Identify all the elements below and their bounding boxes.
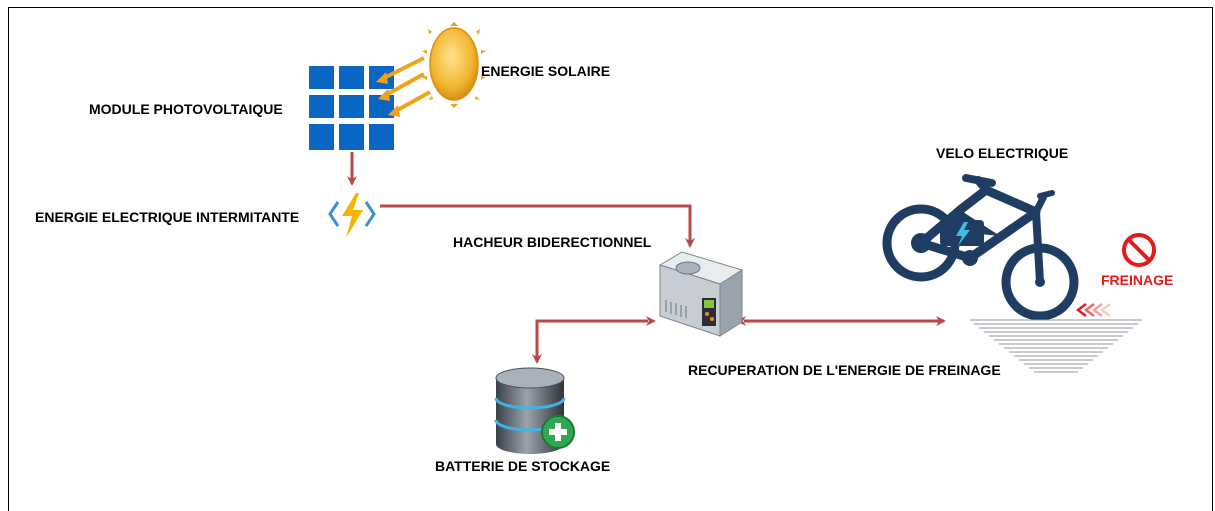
label-recovery: RECUPERATION DE L'ENERGIE DE FREINAGE bbox=[688, 362, 1001, 378]
chopper-device-icon bbox=[658, 251, 744, 337]
label-solar-energy: ENERGIE SOLAIRE bbox=[481, 63, 611, 79]
road-ground-icon bbox=[970, 319, 1142, 373]
battery-storage-icon bbox=[494, 367, 575, 454]
sun-ray-icon bbox=[376, 56, 431, 117]
label-chopper: HACHEUR BIDERECTIONNEL bbox=[453, 234, 652, 250]
label-battery: BATTERIE DE STOCKAGE bbox=[435, 458, 611, 474]
connector-chopper-to-battery bbox=[532, 316, 656, 364]
diagram-frame bbox=[8, 7, 1213, 511]
sun-icon bbox=[422, 22, 486, 108]
no-entry-braking-icon bbox=[1122, 233, 1156, 267]
label-intermittent-energy: ENERGIE ELECTRIQUE INTERMITANTE bbox=[35, 209, 300, 225]
label-pv-module: MODULE PHOTOVOLTAIQUE bbox=[89, 101, 283, 117]
connectors bbox=[347, 152, 946, 364]
connector-energy-to-chopper bbox=[380, 204, 695, 248]
label-ebike: VELO ELECTRIQUE bbox=[936, 145, 1069, 161]
electric-bike-icon bbox=[882, 174, 1079, 321]
braking-chevron-icon bbox=[1075, 303, 1111, 317]
label-braking: FREINAGE bbox=[1101, 272, 1174, 288]
lightning-energy-icon bbox=[328, 193, 376, 238]
